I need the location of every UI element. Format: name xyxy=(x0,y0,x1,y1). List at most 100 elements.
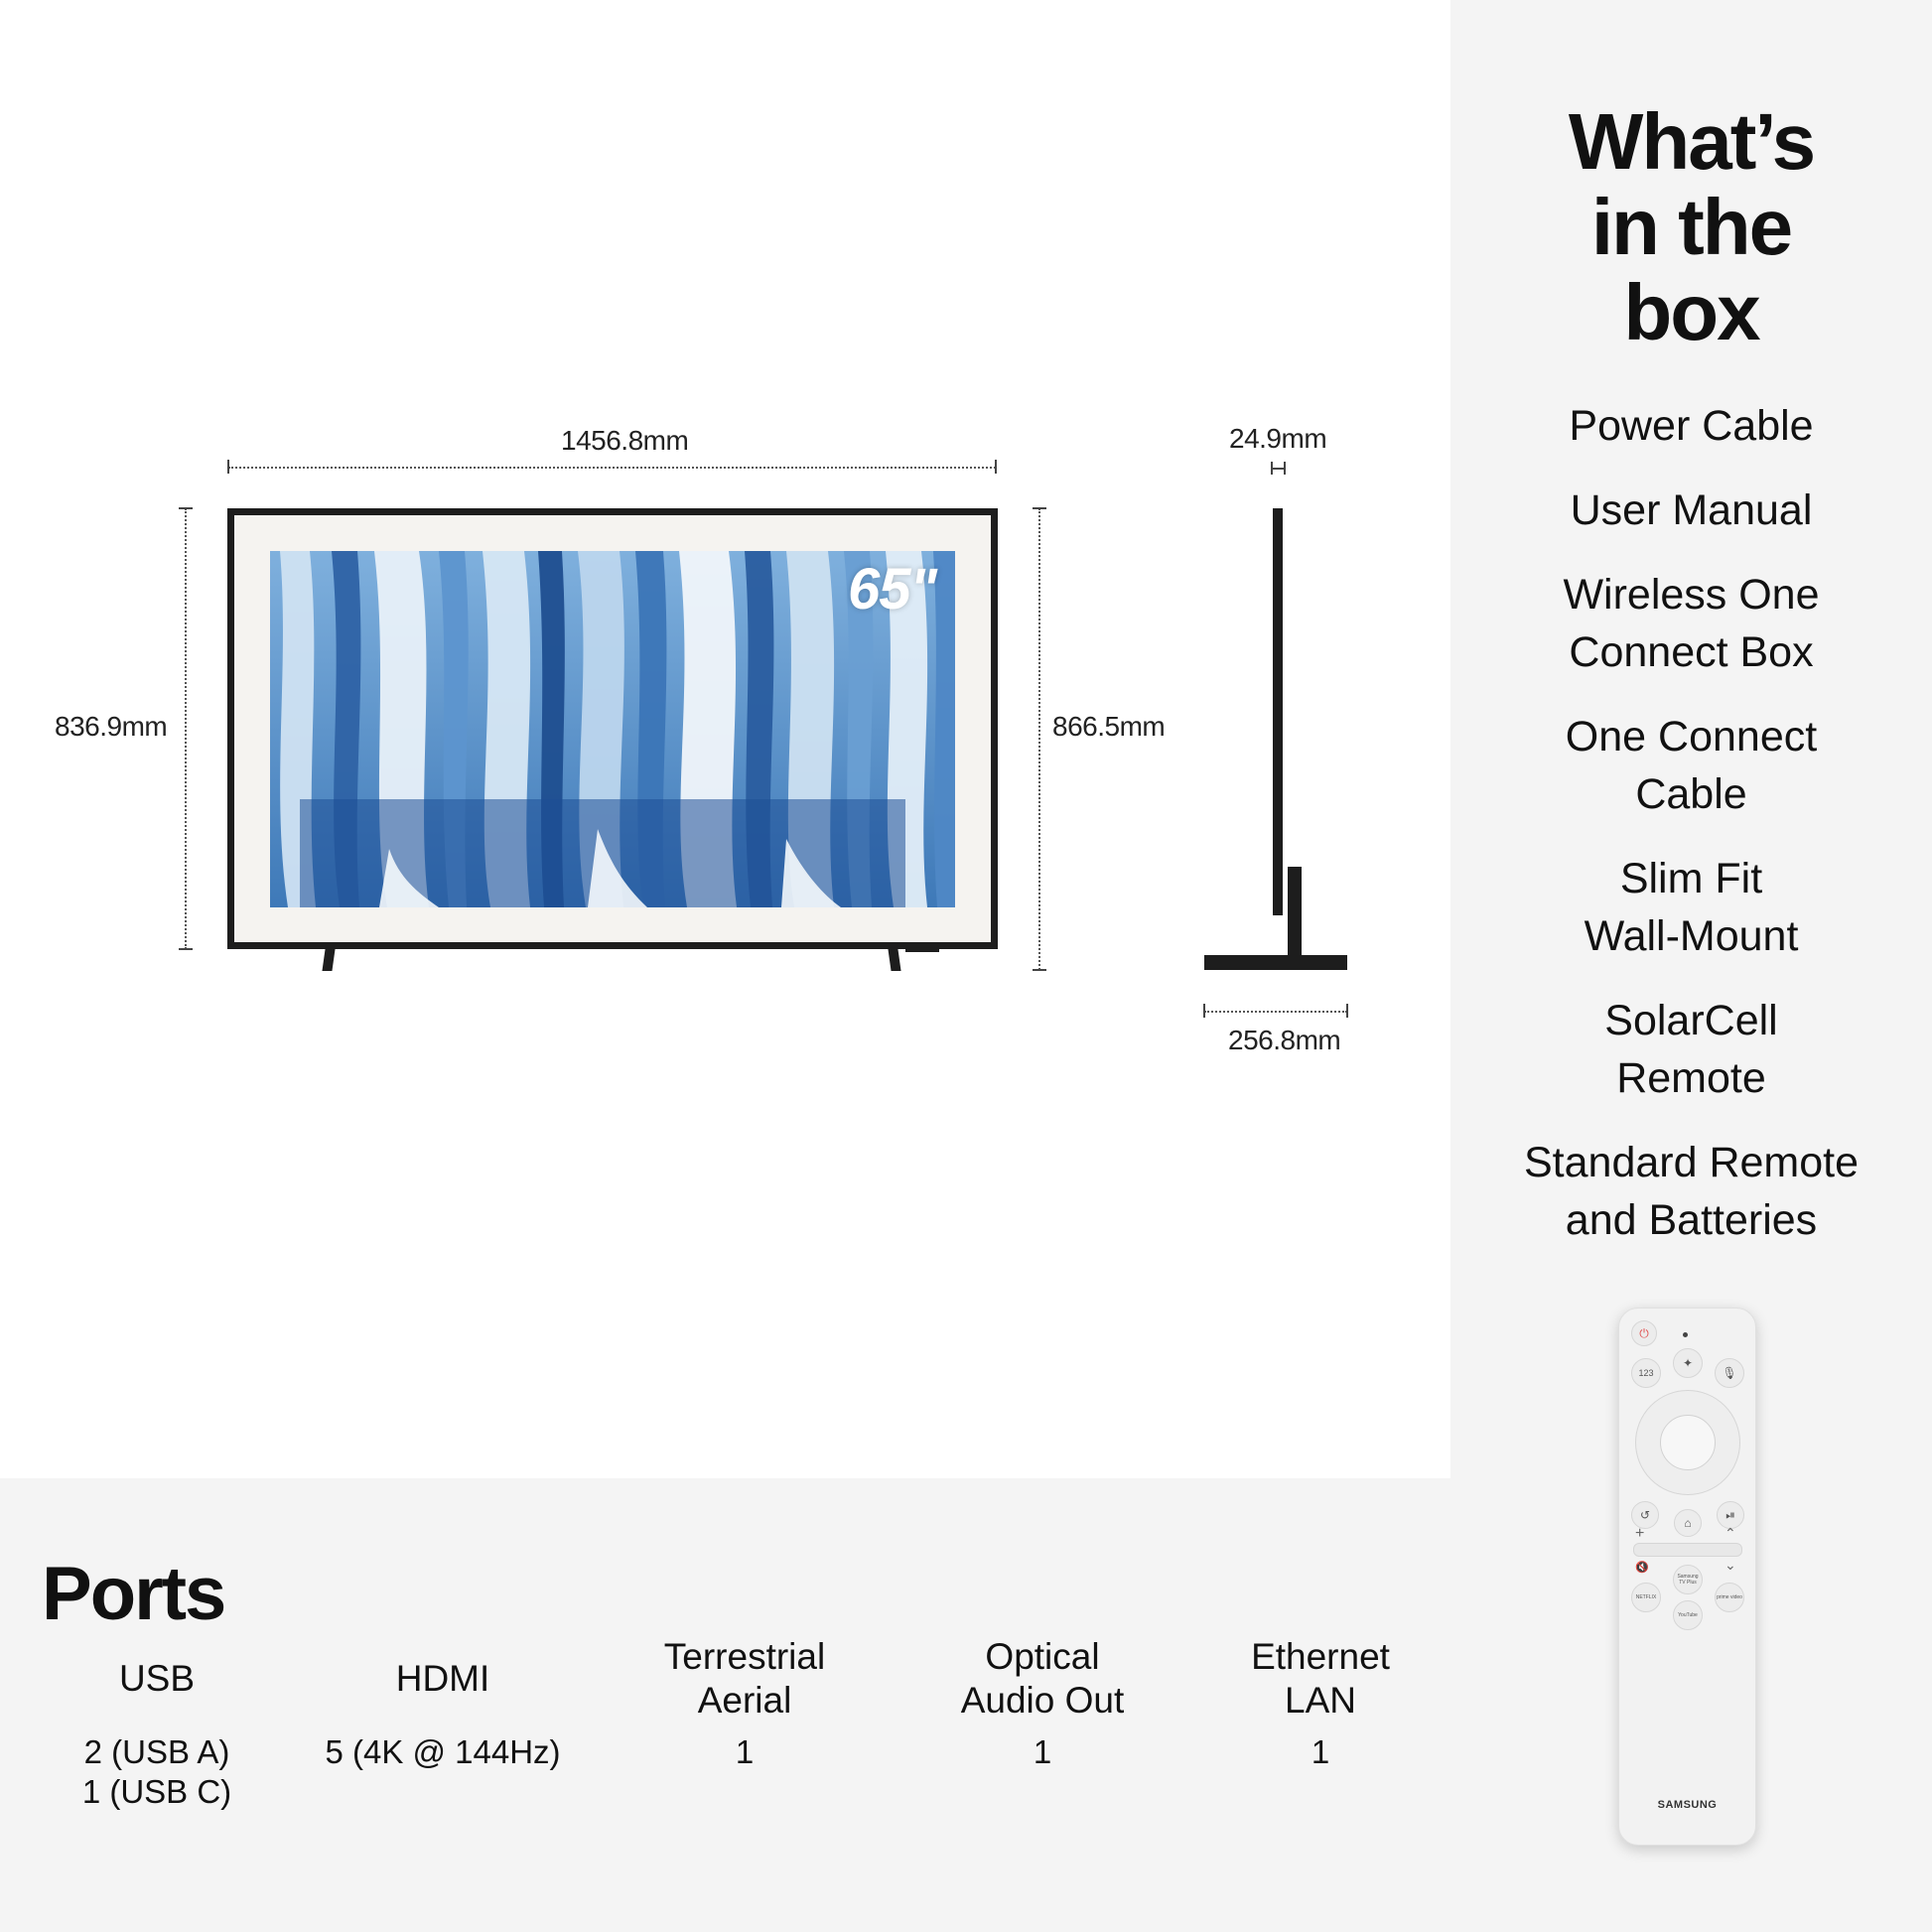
port-value: 1 xyxy=(625,1732,864,1772)
box-item-text: Cable xyxy=(1635,770,1747,818)
port-ethernet-lan: Ethernet LAN 1 xyxy=(1211,1633,1430,1772)
home-icon: ⌂ xyxy=(1674,1509,1702,1537)
box-contents-list: Power Cable User Manual Wireless One Con… xyxy=(1450,397,1932,1276)
box-item-text: and Batteries xyxy=(1565,1196,1818,1244)
height-with-stand-tick-bottom xyxy=(1033,969,1046,971)
port-terrestrial-aerial: Terrestrial Aerial 1 xyxy=(625,1633,864,1772)
ports-panel xyxy=(0,1478,1450,1932)
port-heading-text: Audio Out xyxy=(960,1680,1125,1721)
samsung-tv-plus-button: Samsung TV Plus xyxy=(1673,1565,1703,1594)
port-hdmi: HDMI 5 (4K @ 144Hz) xyxy=(314,1633,572,1772)
port-value-text: 1 xyxy=(1311,1733,1330,1770)
height-dimension-label: 836.9mm xyxy=(55,711,168,742)
mic-indicator-icon xyxy=(1683,1332,1688,1337)
tv-sensor-bar xyxy=(905,947,939,952)
port-heading-text: Ethernet xyxy=(1251,1636,1390,1677)
height-with-stand-tick-top xyxy=(1033,507,1046,509)
select-button xyxy=(1660,1415,1716,1470)
depth-dimension-line xyxy=(1271,468,1285,470)
width-dimension-line xyxy=(228,467,996,469)
box-item-user-manual: User Manual xyxy=(1450,482,1932,539)
box-item-text: Standard Remote xyxy=(1523,1139,1860,1186)
app-label: NETFLIX xyxy=(1635,1594,1657,1600)
microphone-icon: 🎙 xyxy=(1715,1358,1744,1388)
port-heading-text: Optical xyxy=(985,1636,1100,1677)
box-item-solarcell-remote: SolarCell Remote xyxy=(1450,992,1932,1107)
prime-video-button: prime video xyxy=(1715,1583,1744,1612)
port-heading: Optical Audio Out xyxy=(923,1633,1162,1725)
tv-side-stand-block xyxy=(1288,867,1302,960)
power-icon: ⏻ xyxy=(1631,1320,1657,1346)
box-item-standard-remote: Standard Remote and Batteries xyxy=(1450,1134,1932,1249)
port-value-text: 1 (USB C) xyxy=(81,1773,232,1810)
solarcell-remote-illustration: ⏻ 123 ✦ 🎙 ↺ ⌂ ⏯ + ⌃ ⌄ 🔇 Samsung TV Plus … xyxy=(1618,1308,1756,1846)
tv-foot-right xyxy=(888,949,901,971)
box-item-text: Slim Fit xyxy=(1619,855,1763,902)
volume-channel-rocker xyxy=(1633,1543,1742,1557)
stand-depth-tick-left xyxy=(1203,1004,1205,1018)
screen-size-badge: 65" xyxy=(848,557,937,621)
stand-depth-tick-right xyxy=(1346,1004,1348,1018)
width-dimension-label: 1456.8mm xyxy=(561,425,689,456)
box-item-text: SolarCell xyxy=(1604,997,1778,1044)
box-item-text: Connect Box xyxy=(1569,628,1814,676)
port-value-text: 1 xyxy=(735,1733,755,1770)
samsung-logo: SAMSUNG xyxy=(1657,1799,1718,1811)
height-tick-top xyxy=(179,507,193,509)
app-label: YouTube xyxy=(1678,1612,1698,1618)
back-icon: ↺ xyxy=(1631,1501,1659,1529)
port-value-text: 2 (USB A) xyxy=(83,1733,230,1770)
port-value-text: 5 (4K @ 144Hz) xyxy=(325,1733,561,1770)
box-item-one-connect-cable: One Connect Cable xyxy=(1450,708,1932,823)
box-title-line: box xyxy=(1623,268,1760,356)
box-title-line: What’s xyxy=(1568,97,1816,186)
port-value: 1 xyxy=(1211,1732,1430,1772)
port-heading-text: Terrestrial xyxy=(663,1636,826,1677)
depth-tick-right xyxy=(1284,462,1286,475)
tv-side-profile xyxy=(1273,508,1283,915)
box-item-text: Power Cable xyxy=(1569,402,1814,450)
box-item-power-cable: Power Cable xyxy=(1450,397,1932,455)
box-item-slim-fit-wall-mount: Slim Fit Wall-Mount xyxy=(1450,850,1932,965)
port-heading: Terrestrial Aerial xyxy=(625,1633,864,1725)
box-item-text: User Manual xyxy=(1570,486,1813,534)
stand-depth-label: 256.8mm xyxy=(1228,1025,1341,1055)
height-tick-bottom xyxy=(179,948,193,950)
port-optical-audio-out: Optical Audio Out 1 xyxy=(923,1633,1162,1772)
abstract-blue-painting xyxy=(270,551,955,907)
port-usb: USB 2 (USB A) 1 (USB C) xyxy=(58,1633,256,1812)
tv-foot-left xyxy=(322,949,336,971)
port-value: 2 (USB A) 1 (USB C) xyxy=(58,1732,256,1812)
volume-up-icon: + xyxy=(1635,1525,1645,1542)
navigation-ring xyxy=(1635,1390,1740,1495)
port-heading-text: USB xyxy=(118,1658,196,1699)
ports-title: Ports xyxy=(42,1552,226,1636)
port-heading: Ethernet LAN xyxy=(1211,1633,1430,1725)
height-with-stand-label: 866.5mm xyxy=(1052,711,1166,742)
channel-down-icon: ⌄ xyxy=(1725,1557,1736,1573)
width-tick-right xyxy=(995,460,997,474)
height-with-stand-line xyxy=(1038,508,1040,970)
tv-side-stand-base xyxy=(1204,955,1347,970)
netflix-button: NETFLIX xyxy=(1631,1583,1661,1612)
mute-icon: 🔇 xyxy=(1635,1562,1649,1574)
box-item-text: Wireless One xyxy=(1563,571,1820,619)
whats-in-box-title: What’s in the box xyxy=(1450,99,1932,355)
youtube-button: YouTube xyxy=(1673,1600,1703,1630)
port-heading-text: HDMI xyxy=(395,1658,490,1699)
port-heading: USB xyxy=(58,1633,256,1725)
channel-up-icon: ⌃ xyxy=(1725,1525,1736,1541)
ambient-icon: ✦ xyxy=(1673,1348,1703,1378)
tv-screen-artwork xyxy=(270,551,955,907)
box-title-line: in the xyxy=(1590,183,1793,271)
port-heading-text: Aerial xyxy=(697,1680,792,1721)
app-label: Samsung TV Plus xyxy=(1677,1574,1699,1586)
app-label: prime video xyxy=(1717,1594,1742,1600)
height-dimension-line xyxy=(185,508,187,949)
width-tick-left xyxy=(227,460,229,474)
depth-tick-left xyxy=(1271,462,1273,475)
stand-depth-line xyxy=(1204,1011,1347,1013)
port-value: 5 (4K @ 144Hz) xyxy=(314,1732,572,1772)
play-pause-icon: ⏯ xyxy=(1717,1501,1744,1529)
box-item-wireless-one-connect-box: Wireless One Connect Box xyxy=(1450,566,1932,681)
